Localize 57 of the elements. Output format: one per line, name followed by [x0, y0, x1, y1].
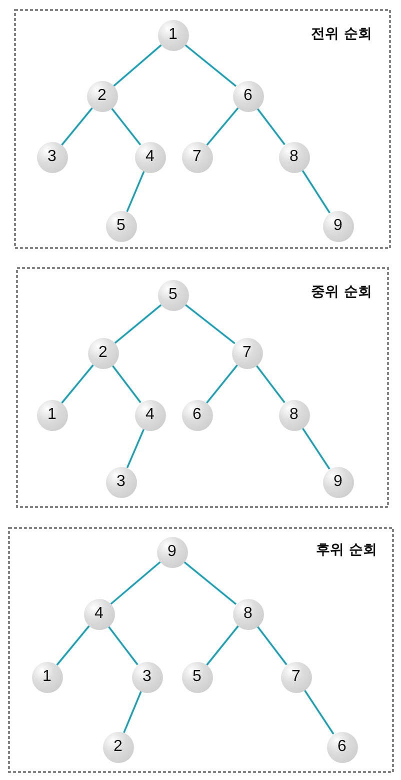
- tree-edge: [56, 625, 90, 666]
- tree-edge: [110, 108, 142, 146]
- tree-node-circle: 4: [134, 400, 166, 430]
- tree-edge: [304, 690, 334, 734]
- tree-node-circle: 8: [278, 400, 310, 430]
- dashed-panel: [8, 527, 394, 773]
- tree-node-circle: 1: [158, 20, 188, 50]
- dashed-panel: [16, 267, 389, 508]
- tree-edge: [256, 626, 288, 666]
- tree-edge: [113, 44, 162, 87]
- tree-node-circle: 9: [322, 210, 354, 242]
- tree-node-circle: 2: [88, 338, 118, 368]
- panel-heading: 전위 순회: [311, 26, 372, 42]
- tree-node-circle: 4: [134, 142, 166, 172]
- tree-node-circle: 3: [36, 142, 68, 172]
- tree-node-circle: 7: [280, 662, 312, 692]
- tree-node-circle: 1: [32, 662, 62, 692]
- tree-node-circle: 8: [232, 598, 264, 630]
- tree-node-circle: 8: [278, 142, 310, 172]
- tree-node-circle: 5: [158, 280, 188, 310]
- tree-edge: [302, 428, 330, 470]
- dashed-panel: [14, 9, 391, 249]
- tree-node-circle: 1: [36, 400, 68, 430]
- tree-edge: [302, 170, 330, 214]
- panel-heading: 중위 순회: [311, 284, 372, 300]
- tree-node-circle: 5: [106, 210, 136, 242]
- tree-edge: [110, 561, 161, 605]
- panel-heading: 후위 순회: [316, 542, 377, 558]
- tree-node-circle: 5: [182, 662, 212, 692]
- tree-node-circle: 3: [132, 662, 162, 692]
- tree-node-circle: 7: [232, 338, 262, 368]
- tree-node-circle: 7: [182, 142, 212, 172]
- tree-edge: [123, 690, 142, 734]
- tree-edge: [112, 364, 142, 404]
- tree-edge: [256, 364, 286, 404]
- tree-node-circle: 9: [156, 536, 188, 568]
- tree-node-circle: 6: [182, 400, 212, 430]
- tree-node-circle: 6: [326, 732, 358, 762]
- tree-edge: [61, 364, 94, 404]
- tree-node-circle: 9: [322, 466, 354, 498]
- tree-edge: [184, 304, 236, 344]
- tree-edge: [256, 108, 286, 146]
- tree-edge: [183, 561, 237, 605]
- tree-edge: [61, 107, 93, 146]
- tree-node-circle: 6: [232, 80, 264, 112]
- tree-node-circle: 4: [84, 598, 114, 630]
- tree-edge: [184, 44, 237, 87]
- tree-edge: [108, 626, 138, 666]
- tree-edge: [126, 428, 145, 468]
- tree-edge: [206, 107, 239, 146]
- tree-edge: [126, 170, 145, 212]
- tree-edge: [206, 625, 239, 666]
- tree-node-circle: 2: [86, 80, 118, 112]
- tree-node-circle: 3: [106, 466, 136, 498]
- tree-edge: [206, 364, 238, 404]
- tree-edge: [114, 304, 162, 344]
- tree-node-circle: 2: [102, 732, 134, 762]
